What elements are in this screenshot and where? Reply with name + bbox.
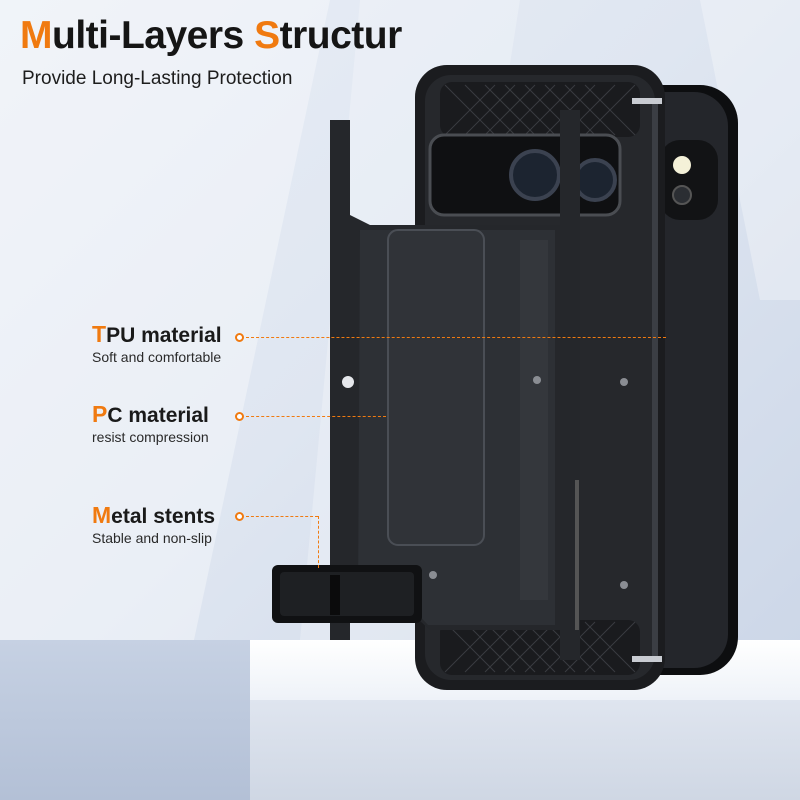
pedestal-front: [250, 700, 800, 800]
title-accent-s: S: [254, 14, 280, 57]
pc-shell: [330, 110, 628, 660]
feature-tpu-title: TPU material: [92, 322, 222, 348]
callout-line-tpu: [246, 337, 666, 338]
title-text-2: tructur: [279, 14, 403, 57]
callout-dot-tpu: [235, 333, 244, 342]
page-title: Multi-Layers Structur: [20, 14, 402, 58]
feature-pc: PC material resist compression: [92, 402, 209, 445]
feature-metal-title: Metal stents: [92, 503, 215, 529]
callout-line-metal: [246, 516, 318, 517]
callout-line-metal-vertical: [318, 516, 319, 568]
feature-pc-rest: C material: [107, 404, 209, 427]
feature-metal-initial: M: [92, 502, 112, 528]
title-accent-m: M: [20, 14, 53, 57]
callout-dot-metal: [235, 512, 244, 521]
kickstand: [272, 565, 422, 623]
feature-tpu: TPU material Soft and comfortable: [92, 322, 222, 365]
page-subtitle: Provide Long-Lasting Protection: [22, 68, 293, 89]
feature-pc-description: resist compression: [92, 429, 209, 445]
feature-metal-description: Stable and non-slip: [92, 530, 212, 546]
feature-tpu-rest: PU material: [106, 324, 222, 347]
feature-pc-title: PC material: [92, 402, 209, 428]
feature-tpu-description: Soft and comfortable: [92, 349, 222, 365]
floor: [0, 640, 250, 800]
callout-line-pc: [246, 416, 386, 417]
feature-metal: Metal stents Stable and non-slip: [92, 503, 215, 546]
feature-metal-rest: etal stents: [111, 505, 216, 528]
title-text-1: ulti-Layers: [52, 14, 255, 57]
feature-pc-initial: P: [92, 401, 108, 427]
callout-dot-pc: [235, 412, 244, 421]
feature-tpu-initial: T: [92, 321, 107, 347]
